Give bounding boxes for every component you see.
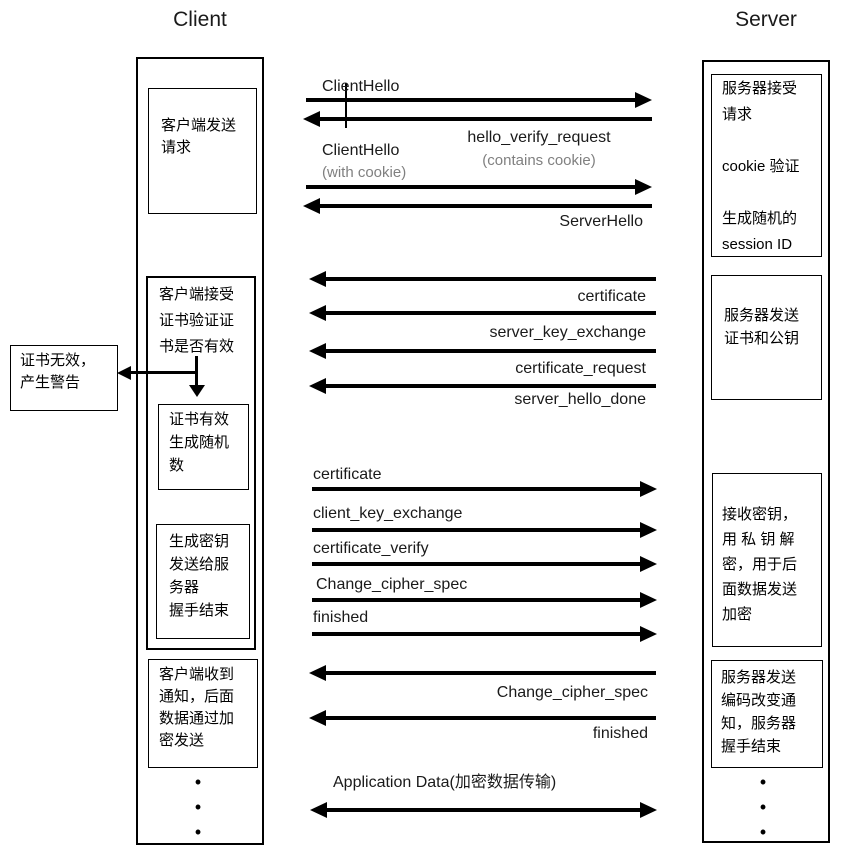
arrow-finished-server bbox=[309, 710, 656, 726]
arrow-client-hello bbox=[306, 92, 652, 108]
arrow-client-hello-with-cookie bbox=[306, 179, 652, 195]
label-server-key-exchange: server_key_exchange bbox=[489, 324, 646, 341]
arrow-change-cipher-spec-client bbox=[312, 592, 657, 608]
server-continuation-dots: • • • bbox=[759, 772, 767, 842]
arrow-certificate-request bbox=[309, 343, 656, 359]
arrow-certificate-verify bbox=[312, 556, 657, 572]
arrow-client-key-exchange bbox=[312, 522, 657, 538]
arrow-change-cipher-spec-server bbox=[309, 665, 656, 681]
client-continuation-dots: • • • bbox=[194, 772, 202, 842]
label-server-hello: ServerHello bbox=[559, 213, 643, 230]
server-send-cert-box: 服务器发送 证书和公钥 bbox=[711, 275, 822, 400]
client-notified-box: 客户端收到 通知，后面 数据通过加 密发送 bbox=[148, 659, 258, 768]
client-cert-valid-box: 证书有效 生成随机 数 bbox=[158, 404, 249, 490]
label-certificate-verify: certificate_verify bbox=[313, 540, 429, 557]
label-contains-cookie: (contains cookie) bbox=[482, 152, 596, 169]
server-accept-request-box: 服务器接受 请求 cookie 验证 生成随机的 session ID bbox=[711, 74, 822, 257]
label-client-hello: ClientHello bbox=[322, 78, 400, 95]
label-client-key-exchange: client_key_exchange bbox=[313, 505, 463, 522]
server-receive-key-box: 接收密钥， 用 私 钥 解 密，用于后 面数据发送 加密 bbox=[712, 473, 822, 647]
label-finished-client: finished bbox=[313, 609, 369, 626]
label-server-hello-done: server_hello_done bbox=[514, 391, 646, 408]
server-change-cipher-box: 服务器发送 编码改变通 知，服务器 握手结束 bbox=[711, 660, 823, 768]
arrow-finished-client bbox=[312, 626, 657, 642]
label-with-cookie: (with cookie) bbox=[322, 164, 407, 181]
cert-invalid-warning-box: 证书无效， 产生警告 bbox=[10, 345, 118, 411]
server-title: Server bbox=[735, 8, 797, 31]
client-verify-cert-text: 客户端接受 证书验证证 书是否有效 bbox=[159, 286, 235, 355]
retransmit-tick bbox=[345, 83, 347, 128]
label-finished-server: finished bbox=[592, 725, 648, 742]
arrow-certificate-from-client bbox=[312, 481, 657, 497]
label-application-data: Application Data(加密数据传输) bbox=[333, 774, 557, 791]
cert-invalid-arrow bbox=[117, 365, 197, 381]
client-gen-key-box: 生成密钥 发送给服 务器 握手结束 bbox=[156, 524, 250, 639]
arrow-server-hello-done bbox=[309, 378, 656, 394]
arrow-certificate-from-server bbox=[309, 271, 656, 287]
label-certificate-from-client: certificate bbox=[313, 466, 382, 483]
label-certificate-request: certificate_request bbox=[515, 360, 646, 377]
label-certificate-from-server: certificate bbox=[577, 288, 646, 305]
label-change-cipher-spec-server: Change_cipher_spec bbox=[496, 684, 648, 701]
arrow-hello-verify-request bbox=[303, 111, 652, 127]
client-title: Client bbox=[173, 8, 227, 31]
arrow-server-key-exchange bbox=[309, 305, 656, 321]
label-hello-verify-request: hello_verify_request bbox=[467, 129, 611, 146]
client-send-request-box: 客户端发送 请求 bbox=[148, 88, 257, 214]
label-client-hello-with-cookie: ClientHello bbox=[322, 142, 400, 159]
client-verify-cert-box: 客户端接受 证书验证证 书是否有效 证书有效 生成随机 数 生成密钥 发送给服 … bbox=[146, 276, 256, 650]
label-change-cipher-spec-client: Change_cipher_spec bbox=[316, 576, 468, 593]
cert-valid-arrow bbox=[189, 356, 205, 397]
arrow-application-data bbox=[310, 802, 657, 818]
arrow-server-hello bbox=[303, 198, 652, 214]
